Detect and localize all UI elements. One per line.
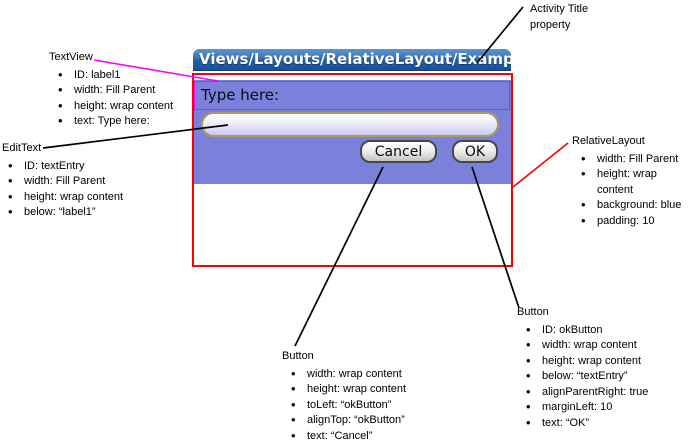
list-item: height: wrap content — [572, 167, 691, 198]
window-background-strip — [193, 71, 511, 80]
list-item: height: wrap content — [517, 354, 648, 370]
relativelayout-pointer-line — [513, 143, 568, 187]
list-item: width: wrap content — [517, 338, 648, 354]
annotation-list: width: Fill Parent height: wrap content … — [572, 152, 691, 230]
list-item: below: “textEntry” — [517, 369, 648, 385]
annotation-list: ID: textEntry width: Fill Parent height:… — [2, 159, 123, 221]
list-item: height: wrap content — [282, 382, 406, 398]
annotation-title: RelativeLayout — [572, 134, 691, 150]
activity-title-text: Views/Layouts/RelativeLayout/Example — [199, 50, 511, 68]
list-item: marginLeft: 10 — [517, 400, 648, 416]
annotation-title: TextView — [49, 50, 173, 66]
activity-title-bar: Views/Layouts/RelativeLayout/Example — [193, 49, 511, 71]
list-item: text: “OK” — [517, 416, 648, 432]
android-screen: Views/Layouts/RelativeLayout/Example Typ… — [193, 49, 511, 267]
screen-empty-area — [193, 184, 511, 267]
list-item: height: wrap content — [2, 190, 123, 206]
ok-button[interactable]: OK — [452, 140, 498, 163]
list-item: padding: 10 — [572, 214, 691, 230]
cancel-button[interactable]: Cancel — [360, 140, 437, 163]
annotation-activity-title-text: Activity Title property — [530, 2, 608, 33]
list-item: background: blue — [572, 198, 691, 214]
annotation-edittext: EditText ID: textEntry width: Fill Paren… — [2, 141, 123, 221]
list-item: text: Type here: — [49, 114, 173, 130]
annotation-relativelayout: RelativeLayout width: Fill Parent height… — [572, 134, 691, 229]
list-item: ID: textEntry — [2, 159, 123, 175]
annotation-title: Button — [517, 305, 648, 321]
list-item: below: “label1” — [2, 205, 123, 221]
annotation-activity-title: Activity Title property — [530, 2, 608, 35]
type-here-label: Type here: — [201, 86, 279, 104]
annotation-ok-button: Button ID: okButton width: wrap content … — [517, 305, 648, 431]
annotation-cancel-button: Button width: wrap content height: wrap … — [282, 349, 406, 444]
list-item: ID: okButton — [517, 323, 648, 339]
annotation-list: ID: label1 width: Fill Parent height: wr… — [49, 68, 173, 130]
list-item: toLeft: “okButton” — [282, 398, 406, 414]
annotation-title: Button — [282, 349, 406, 365]
text-entry-input[interactable] — [201, 112, 499, 137]
list-item: width: wrap content — [282, 367, 406, 383]
list-item: ID: label1 — [49, 68, 173, 84]
list-item: width: Fill Parent — [572, 152, 691, 168]
list-item: width: Fill Parent — [2, 174, 123, 190]
annotation-textview: TextView ID: label1 width: Fill Parent h… — [49, 50, 173, 130]
list-item: width: Fill Parent — [49, 83, 173, 99]
list-item: height: wrap content — [49, 99, 173, 115]
annotation-list: ID: okButton width: wrap content height:… — [517, 323, 648, 432]
list-item: text: “Cancel” — [282, 429, 406, 444]
annotation-list: width: wrap content height: wrap content… — [282, 367, 406, 444]
annotation-title: EditText — [2, 141, 123, 157]
list-item: alignTop: “okButton” — [282, 413, 406, 429]
list-item: alignParentRight: true — [517, 385, 648, 401]
